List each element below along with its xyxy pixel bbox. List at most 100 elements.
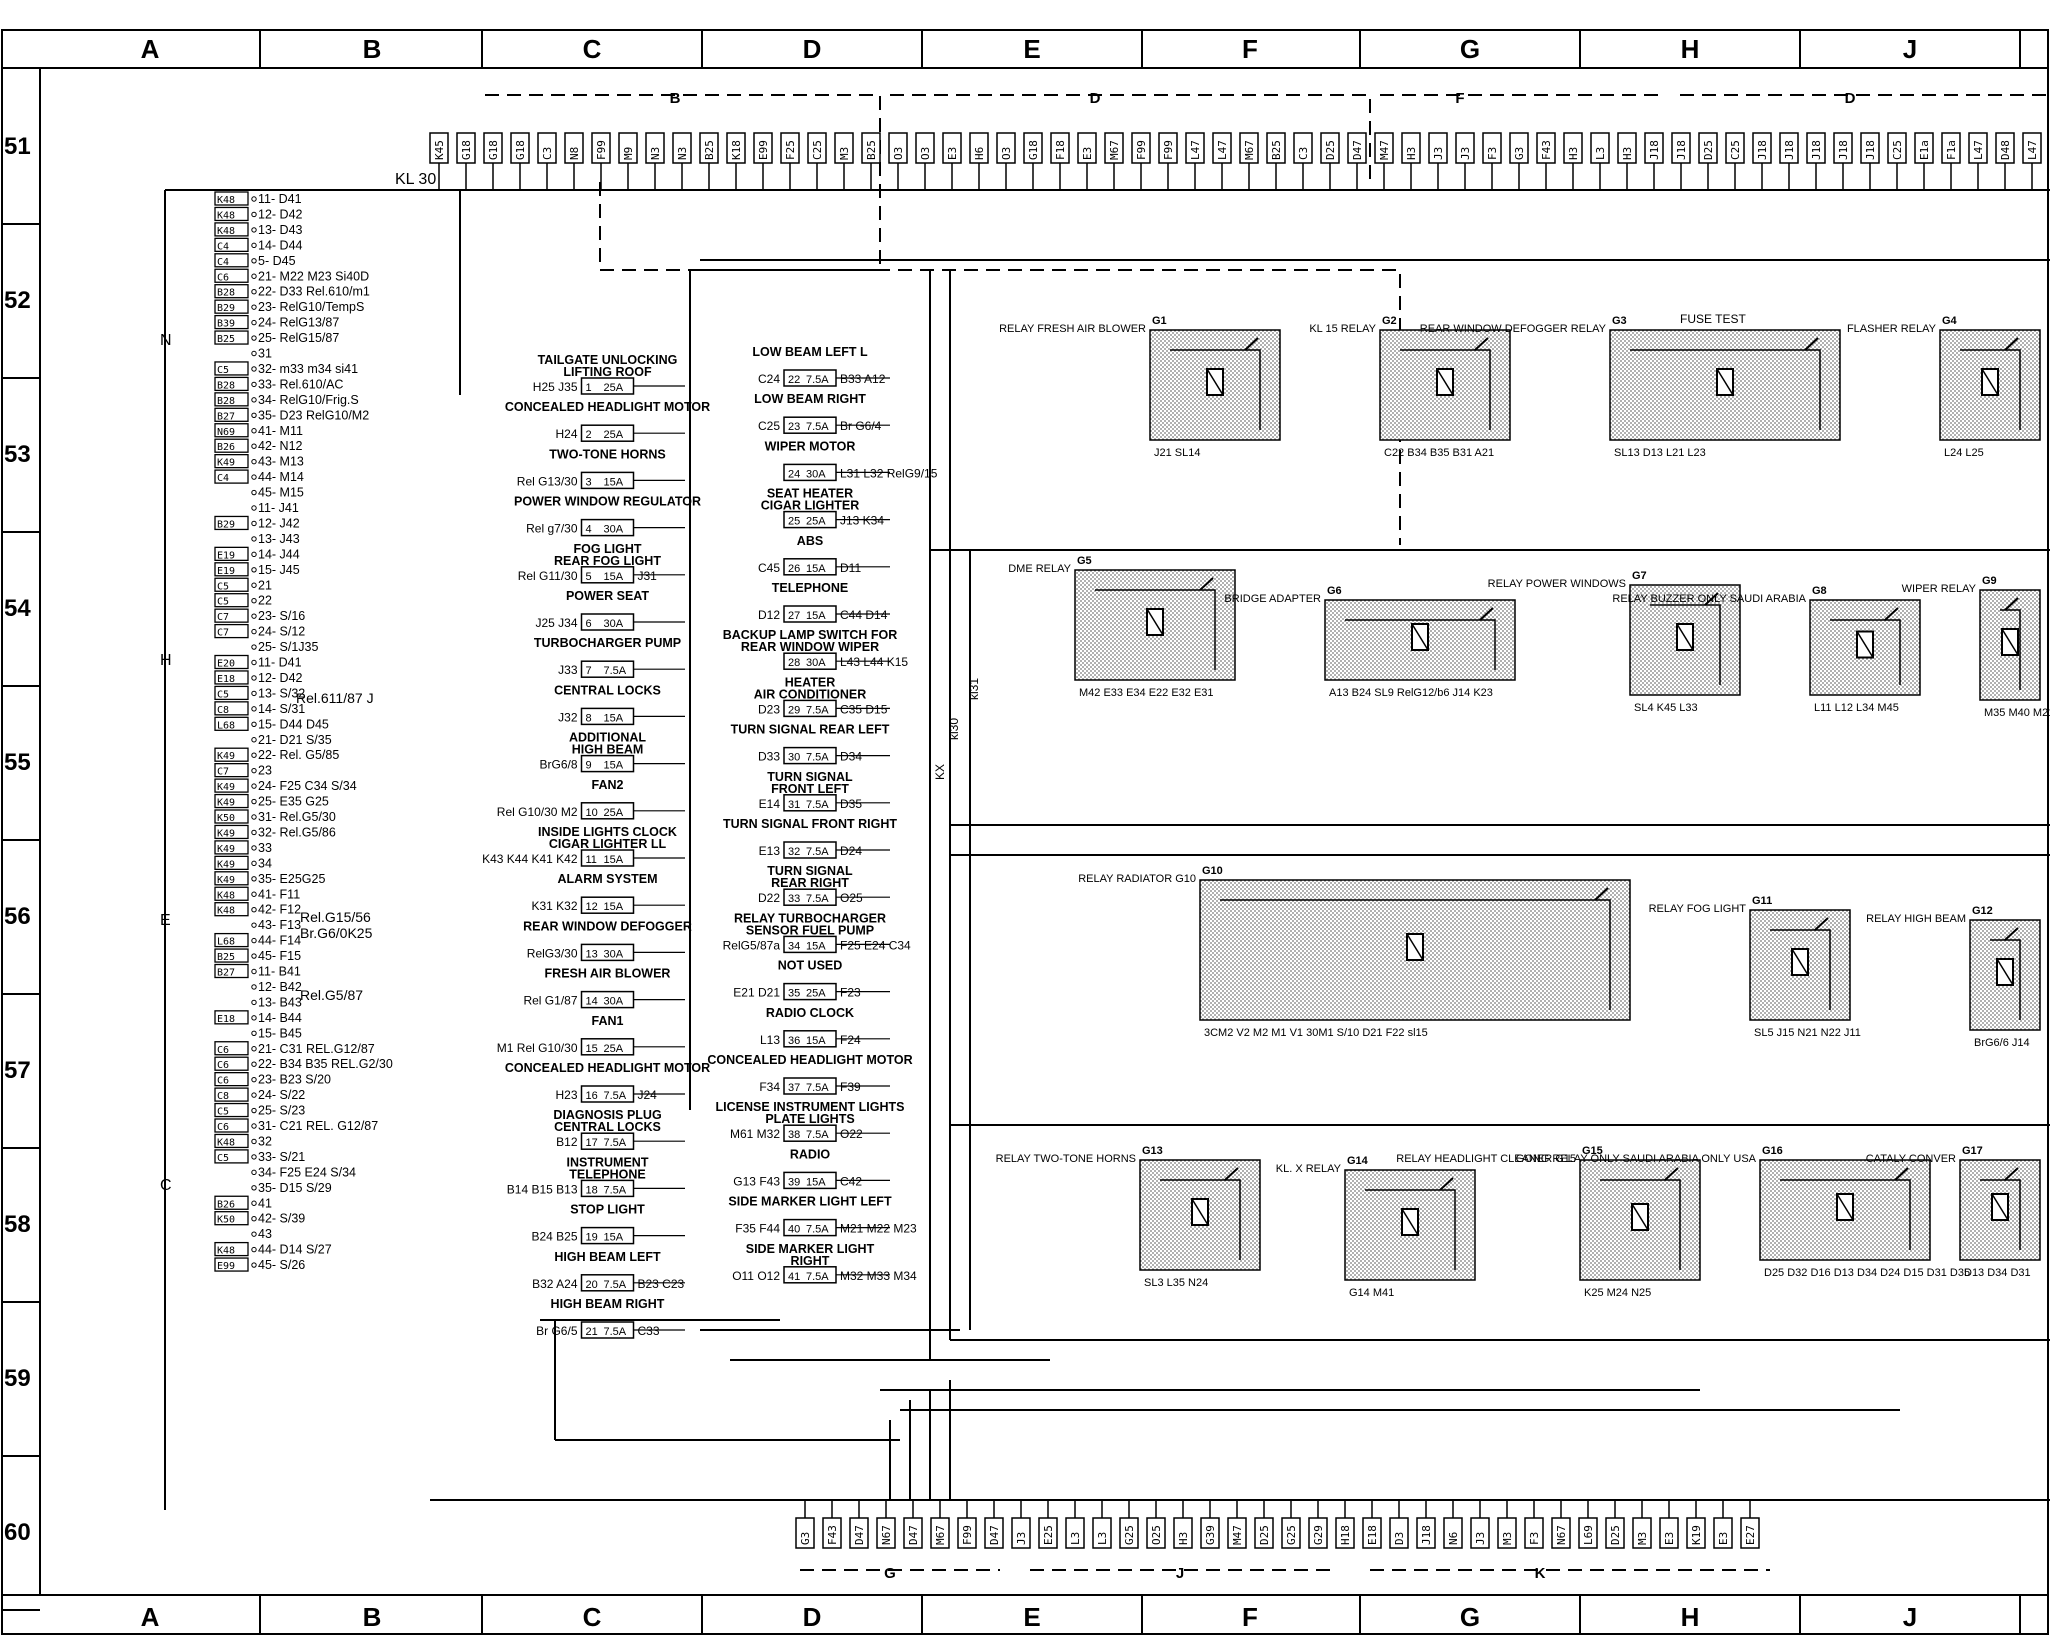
bottom-connector-box <box>930 1517 950 1549</box>
fuse-number: 5 <box>586 571 592 583</box>
left-pin-box <box>214 886 249 901</box>
fuse-title: POWER SEAT <box>566 589 649 603</box>
fuse-title: CONCEALED HEADLIGHT MOTOR <box>505 400 710 414</box>
left-pin-box <box>214 1087 249 1102</box>
bottom-connector-box <box>1740 1517 1760 1549</box>
rel-note-4: Rel.G5/87 <box>300 987 363 1003</box>
left-pin-label: 44- M14 <box>258 470 304 484</box>
left-pin-box <box>214 1010 249 1025</box>
column-label-top: B <box>363 34 382 64</box>
left-pin-label: 15- J45 <box>258 563 300 577</box>
top-connector-label: B25 <box>1270 140 1283 160</box>
column-label-top: H <box>1681 34 1700 64</box>
bottom-connector-box <box>1254 1517 1274 1549</box>
fuse-title: INSIDE LIGHTS CLOCK <box>538 825 677 839</box>
top-connector-label: D25 <box>1702 140 1715 160</box>
column-label-top: C <box>583 34 602 64</box>
left-pin-label: 11- B41 <box>258 965 301 979</box>
relay-name: RELAY HIGH BEAM <box>1866 913 1966 925</box>
left-pin-dot <box>251 1046 257 1052</box>
left-pin-dot <box>251 582 257 588</box>
fuse-number: 17 <box>586 1137 598 1149</box>
top-connector-label: J3 <box>1432 147 1445 160</box>
kx-vertical-label: KX <box>933 764 947 780</box>
fuse-right-terminals: C42 <box>840 1174 862 1188</box>
left-pin-dot <box>251 1092 257 1098</box>
relay-pins: D13 D34 D31 <box>1964 1267 2031 1279</box>
left-pin-box-label: C4 <box>217 257 229 268</box>
bottom-connector-box <box>1524 1517 1544 1549</box>
fuse-title-2: CENTRAL LOCKS <box>554 1120 661 1134</box>
bottom-connector-label: M3 <box>1636 1532 1649 1545</box>
left-pin-dot <box>251 567 257 573</box>
top-connector-label: F3 <box>1486 147 1499 160</box>
top-connector-label: K45 <box>433 140 446 160</box>
left-pin-box <box>214 670 249 685</box>
fuse-right-terminals: J13 K34 <box>840 514 884 528</box>
left-pin-label: 24- S/12 <box>258 625 305 639</box>
left-pin-box-label: K49 <box>217 875 235 886</box>
fuse-title: REAR WINDOW DEFOGGER <box>523 919 692 933</box>
left-pin-label: 31- C21 REL. G12/87 <box>258 1119 378 1133</box>
relay-contact <box>2000 609 2021 690</box>
bottom-connector-box <box>1659 1517 1679 1549</box>
relay-coil-mark <box>1631 1203 1649 1231</box>
left-pin-box <box>214 1211 249 1226</box>
left-pin-dot <box>251 644 257 650</box>
relay-pins: K25 M24 N25 <box>1584 1287 1651 1299</box>
bottom-connector-label: F3 <box>1528 1532 1541 1545</box>
left-pin-label: 21- C31 REL.G12/87 <box>258 1042 375 1056</box>
left-pin-label: 42- S/39 <box>258 1212 305 1226</box>
column-label-top: A <box>141 34 160 64</box>
fuse-title: SIDE MARKER LIGHT <box>746 1242 875 1256</box>
left-pin-label: 32- m33 m34 si41 <box>258 362 358 376</box>
left-pin-box <box>214 963 249 979</box>
left-pin-label: 25- E35 G25 <box>258 795 329 809</box>
column-label-bottom: C <box>583 1602 602 1632</box>
fuse-title-2: FRONT LEFT <box>771 782 849 796</box>
left-pin-box <box>214 423 249 438</box>
left-pin-box <box>214 778 249 793</box>
left-pin-box <box>214 1257 249 1272</box>
left-pin-dot <box>251 551 257 558</box>
top-connector-label: H6 <box>973 147 986 160</box>
relay-pins: M42 E33 E34 E22 E32 E31 <box>1079 687 1214 699</box>
bottom-connector-box <box>1713 1517 1733 1549</box>
bottom-connector-box <box>1281 1517 1301 1549</box>
row-label: 55 <box>4 749 31 776</box>
top-connector-label: G18 <box>1027 140 1040 160</box>
row-label: 51 <box>4 133 31 160</box>
left-pin-label: 41- M11 <box>258 424 303 438</box>
left-pin-dot <box>251 1061 257 1067</box>
left-pin-label: 45- S/26 <box>258 1258 305 1272</box>
relay-coil-mark <box>2001 628 2019 656</box>
fuse-left-terminals: Rel G13/30 <box>517 474 578 488</box>
left-pin-label: 12- J42 <box>258 516 300 530</box>
fuse-rating: 15A <box>604 712 624 724</box>
left-pin-dot <box>251 381 257 388</box>
relay-name: RELAY RADIATOR G10 <box>1078 873 1196 885</box>
left-pin-box <box>214 747 249 762</box>
top-connector-label: M9 <box>622 147 635 160</box>
left-pin-box <box>214 793 249 809</box>
left-pin-box <box>214 654 249 670</box>
left-pin-box <box>214 840 249 855</box>
bottom-connector-label: D25 <box>1609 1525 1622 1545</box>
bottom-connector-box <box>1173 1517 1193 1549</box>
left-pin-box-label: C5 <box>217 597 229 608</box>
kl30-vertical-label: kl30 <box>947 718 961 740</box>
fuse-title: HIGH BEAM RIGHT <box>551 1297 665 1311</box>
fuse-number: 16 <box>586 1090 598 1102</box>
fuse-title: RELAY TURBOCHARGER <box>734 911 886 925</box>
fuse-number: 7 <box>586 665 592 677</box>
left-pin-label: 41 <box>258 1196 272 1210</box>
bottom-connector-box <box>1146 1517 1166 1549</box>
left-pin-box <box>214 330 249 345</box>
fuse-rating: 25A <box>604 807 624 819</box>
top-connector-label: J18 <box>1675 140 1688 160</box>
top-connector-label: D25 <box>1324 140 1337 160</box>
left-pin-dot <box>251 211 257 218</box>
